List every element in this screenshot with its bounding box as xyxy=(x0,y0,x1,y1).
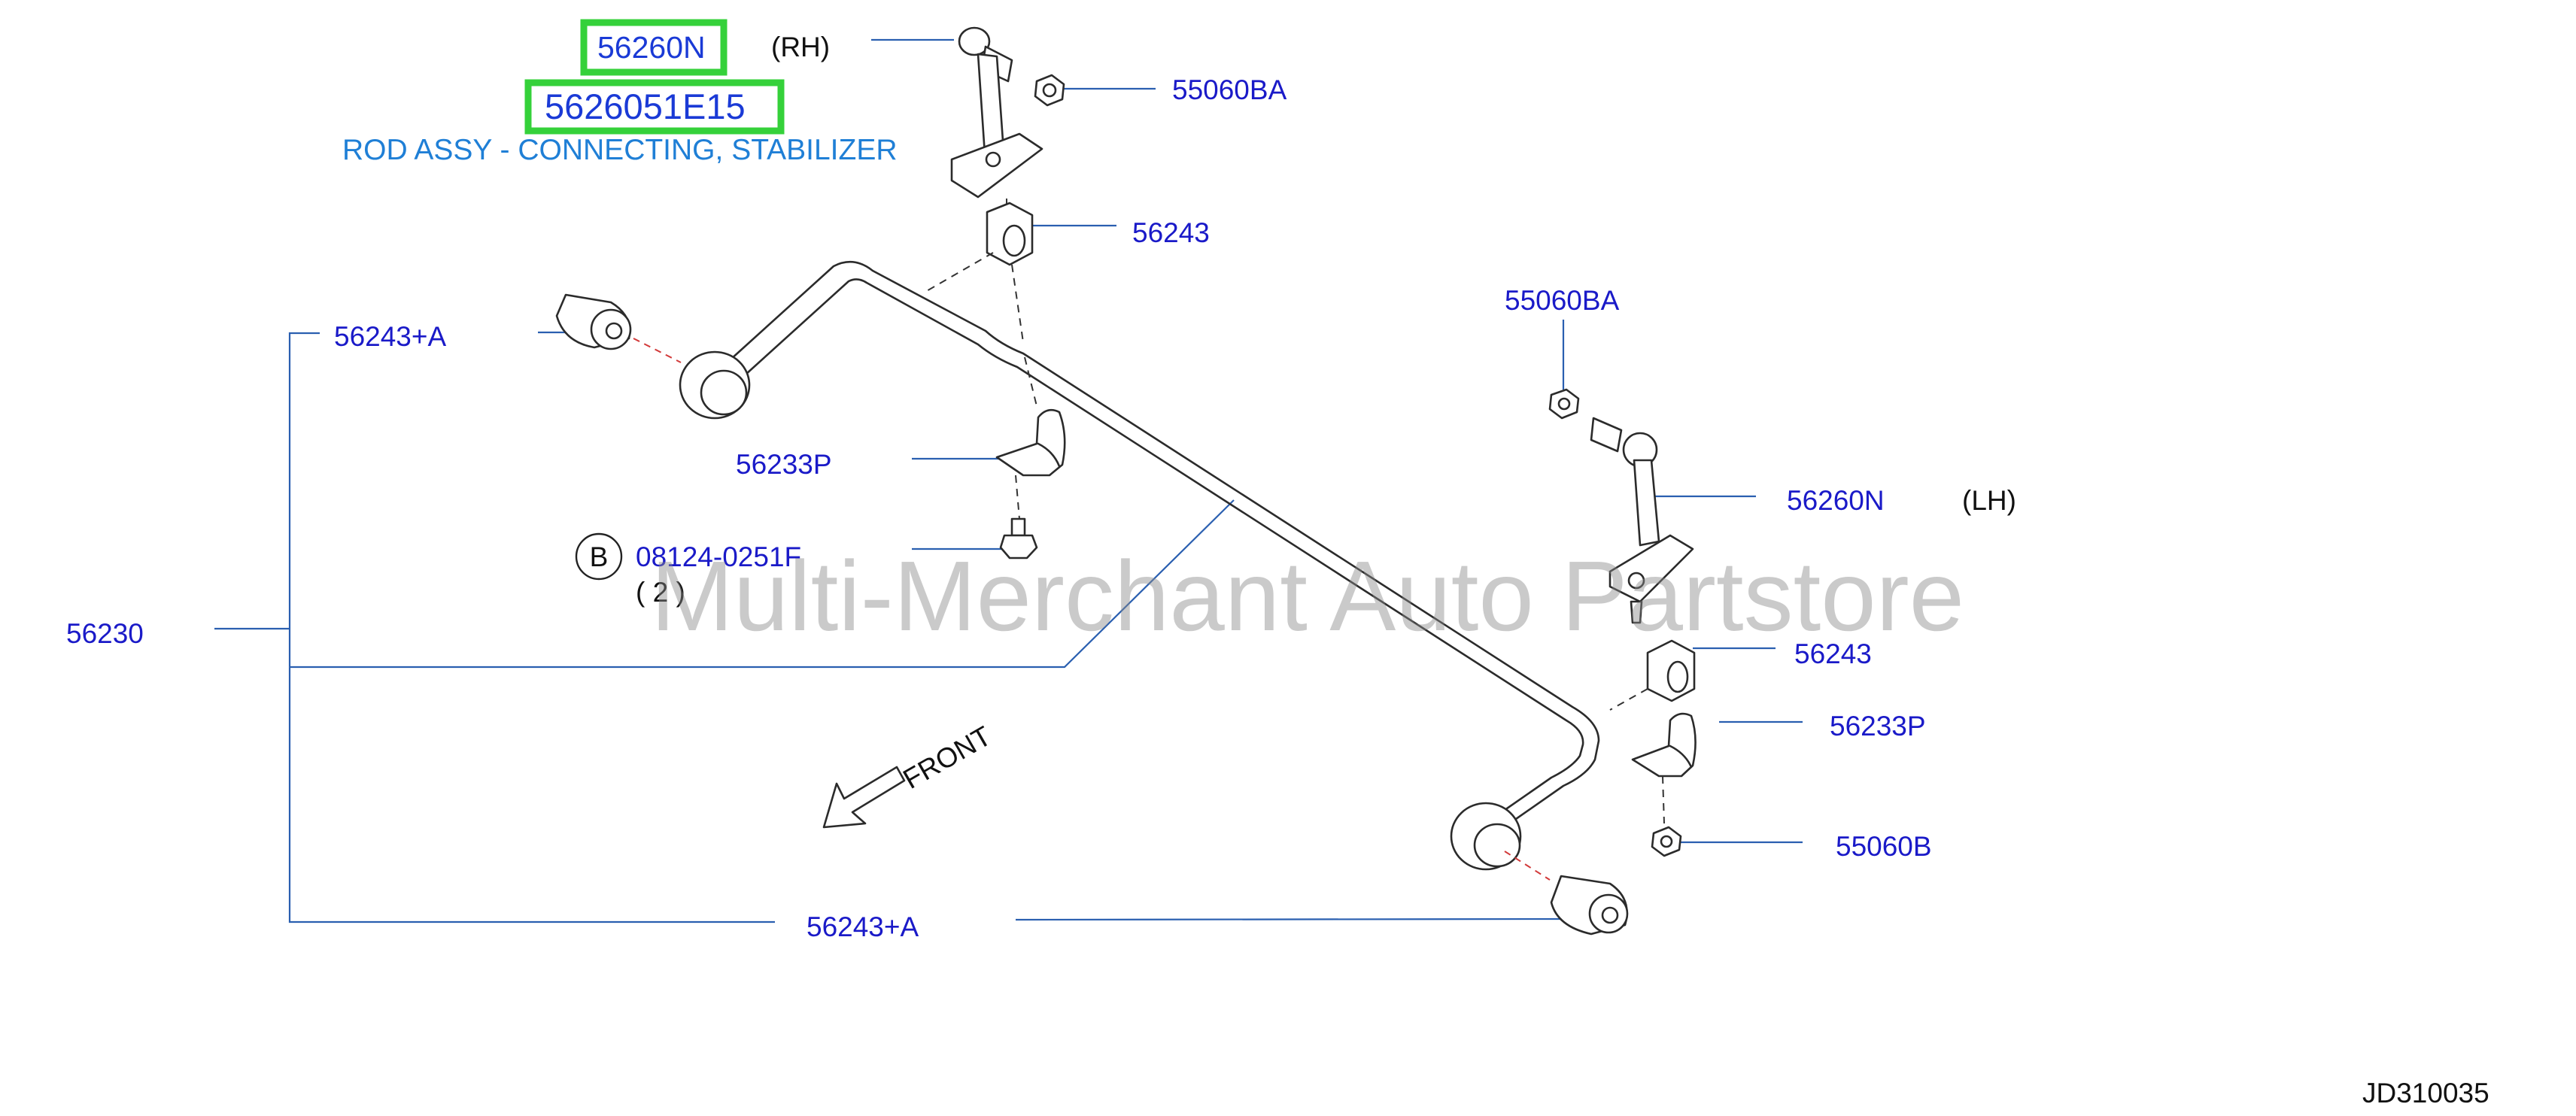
label-link-left[interactable]: 56260N xyxy=(1787,485,1885,516)
nut-right-icon xyxy=(1548,388,1580,420)
bushing-a-bottom-icon xyxy=(1504,851,1629,936)
part-number-highlight-box[interactable] xyxy=(580,19,728,76)
bushing-a-left-icon xyxy=(555,293,682,363)
label-bolt-qty: ( 2 ) xyxy=(636,577,685,608)
connecting-rod-lh-icon xyxy=(1590,417,1694,624)
nut-lower-icon xyxy=(1651,826,1682,857)
part-description: ROD ASSY - CONNECTING, STABILIZER xyxy=(342,134,898,166)
clamp-right-icon xyxy=(1631,712,1697,824)
label-bushing-bottom-a[interactable]: 56243+A xyxy=(807,911,919,942)
drawing-code: JD310035 xyxy=(2362,1078,2489,1108)
side-rh-label: (RH) xyxy=(771,32,830,62)
bolt-icon xyxy=(999,475,1038,560)
label-nut-right[interactable]: 55060BA xyxy=(1505,285,1620,316)
part-number-highlighted[interactable]: 56260N xyxy=(597,30,706,65)
bar-end-bushing-left xyxy=(679,350,751,420)
front-arrow-icon xyxy=(822,766,906,829)
bolt-code-badge: B xyxy=(575,532,623,581)
label-bushing-left-a[interactable]: 56243+A xyxy=(334,321,446,352)
front-label: FRONT xyxy=(898,720,997,795)
catalog-number-highlight-box[interactable] xyxy=(524,79,785,135)
label-bolt-number[interactable]: 08124-0251F xyxy=(636,541,801,572)
label-clamp-left[interactable]: 56233P xyxy=(736,449,832,480)
nut-top-icon xyxy=(1034,74,1065,107)
bushing-upper-icon xyxy=(925,202,1034,343)
connecting-rod-rh-icon xyxy=(950,26,1043,214)
clamp-left-icon xyxy=(995,356,1066,477)
label-bushing-top[interactable]: 56243 xyxy=(1132,217,1210,248)
bushing-lower-icon xyxy=(1609,639,1696,711)
watermark-text: Multi-Merchant Auto Partstore xyxy=(651,541,1964,651)
leader-lines xyxy=(214,38,1803,923)
label-clamp-right[interactable]: 56233P xyxy=(1830,711,1926,741)
bolt-code-circle-label: B xyxy=(590,541,609,572)
label-nut-lower[interactable]: 55060B xyxy=(1836,831,1932,862)
bar-end-bushing-right xyxy=(1450,802,1522,871)
stabilizer-bar xyxy=(721,260,1600,836)
side-lh-label: (LH) xyxy=(1962,485,2016,516)
label-nut-top[interactable]: 55060BA xyxy=(1172,74,1287,105)
label-bar-assembly[interactable]: 56230 xyxy=(66,618,144,649)
catalog-number-highlighted[interactable]: 5626051E15 xyxy=(545,86,746,126)
label-bushing-lower[interactable]: 56243 xyxy=(1794,638,1872,669)
